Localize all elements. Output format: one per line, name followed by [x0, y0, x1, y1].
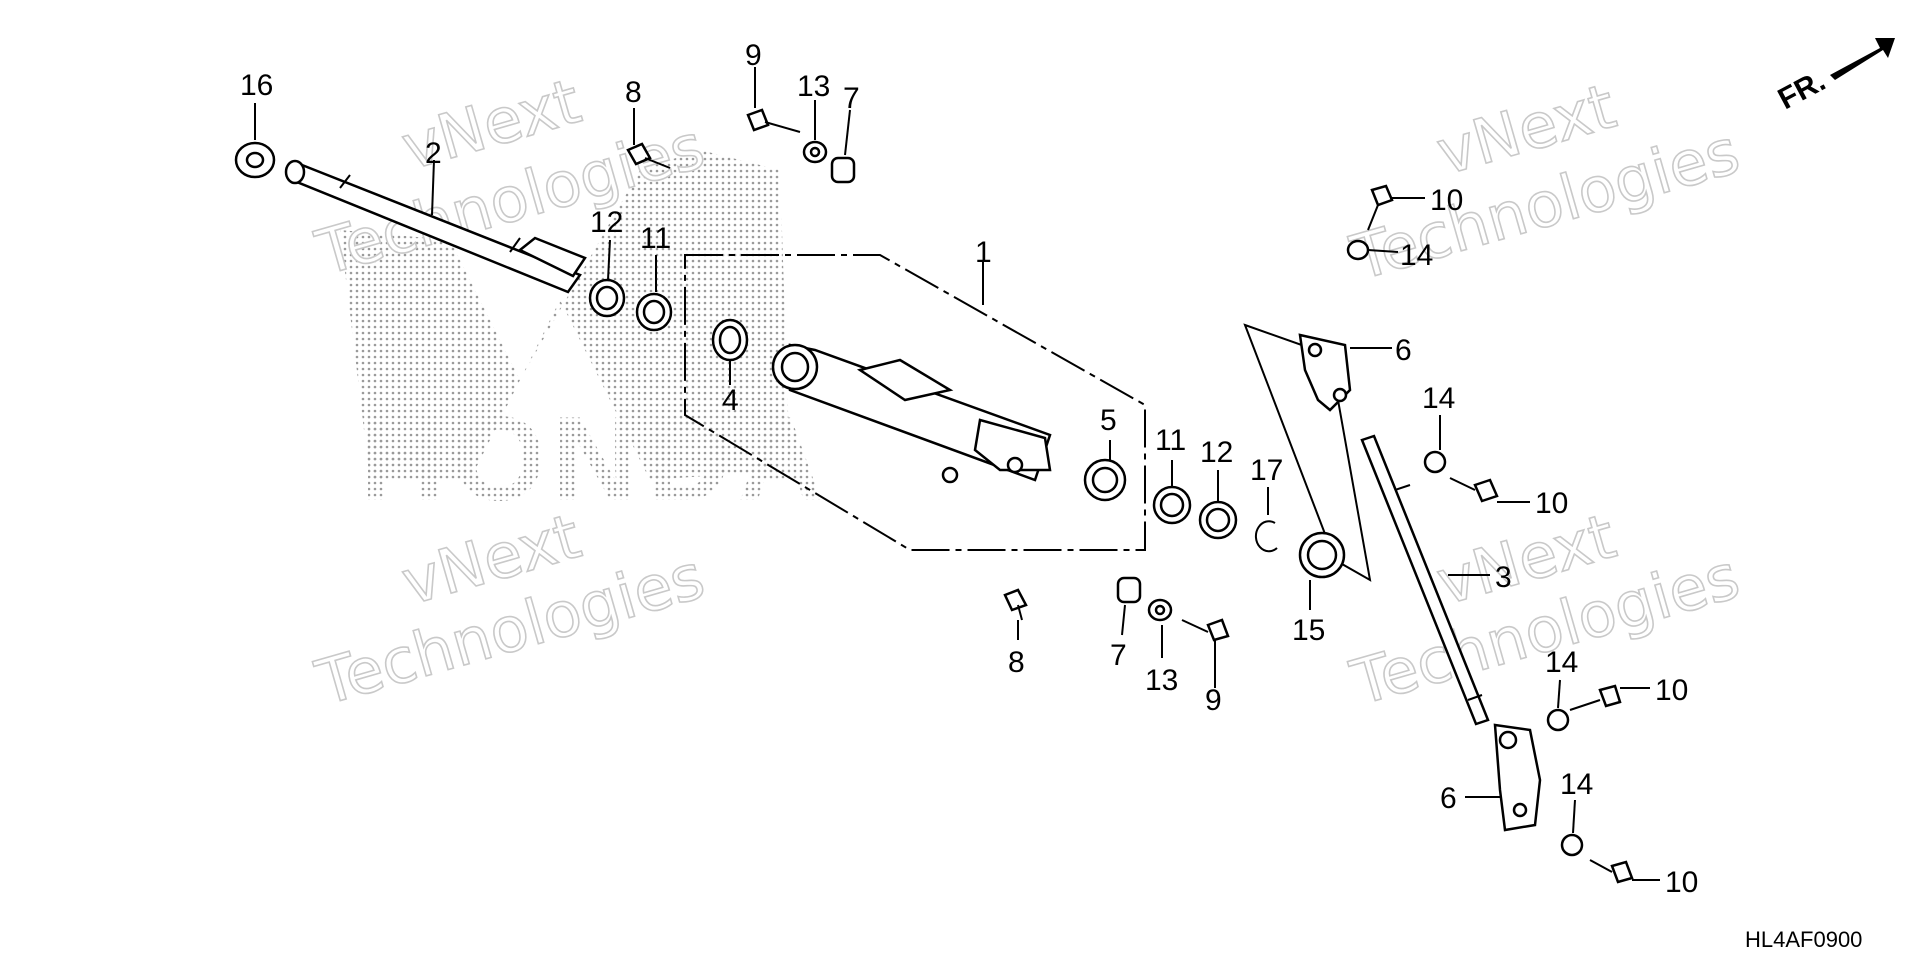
callout-14-lower-a: 14 [1545, 646, 1578, 679]
callout-10-lower-b: 10 [1665, 866, 1698, 899]
callout-13-lower: 13 [1145, 664, 1178, 697]
leader-lines [254, 67, 1660, 881]
callout-2: 2 [425, 137, 442, 170]
part-bolt-9-upper [746, 108, 801, 133]
part-bolt-10-lower-a [1569, 684, 1622, 711]
callout-10-mid: 10 [1535, 487, 1568, 520]
part-washer-14-lower-a [1546, 708, 1570, 732]
callout-9-upper: 9 [745, 39, 762, 72]
part-collar-7-upper [830, 156, 856, 184]
callout-12-right: 12 [1200, 436, 1233, 469]
callout-13-upper: 13 [797, 70, 830, 103]
part-washer-14-top [1346, 239, 1370, 261]
part-steering-column-1 [771, 343, 1052, 484]
part-joint-6-upper [1298, 333, 1352, 412]
part-washer-12-left [588, 278, 626, 318]
callout-4: 4 [722, 384, 739, 417]
front-arrow-icon [1830, 38, 1895, 80]
callout-5: 5 [1100, 404, 1117, 437]
callout-14-top: 14 [1400, 239, 1433, 272]
callout-11-right: 11 [1155, 424, 1186, 457]
part-circlip-17 [1254, 520, 1278, 553]
part-intermediate-shaft-3 [1360, 434, 1490, 726]
part-bushing-5 [1083, 458, 1127, 502]
callout-16: 16 [240, 69, 273, 102]
part-bolt-10-mid [1449, 477, 1499, 503]
honda-wing-logo [340, 150, 790, 480]
part-joint-6-lower [1493, 723, 1542, 832]
part-collar-7-lower [1116, 576, 1142, 604]
honda-logo-text: HONDA [360, 392, 830, 526]
callout-3: 3 [1495, 561, 1512, 594]
part-bolt-10-top [1367, 184, 1394, 231]
callout-17: 17 [1250, 454, 1283, 487]
front-direction-indicator: FR. [1773, 38, 1895, 116]
callout-8-lower: 8 [1008, 646, 1025, 679]
callout-labels: 16 2 12 11 8 9 13 7 1 4 5 11 12 17 15 8 … [240, 39, 1698, 899]
part-seal-11-left [635, 292, 673, 332]
part-washer-16 [234, 141, 276, 179]
callout-8-upper: 8 [625, 76, 642, 109]
callout-15: 15 [1292, 614, 1325, 647]
callout-11-left: 11 [640, 222, 671, 255]
part-washer-14-lower-b [1560, 833, 1584, 857]
callout-10-top: 10 [1430, 184, 1463, 217]
honda-logo: HONDA [340, 150, 830, 526]
part-bearing-15 [1298, 531, 1346, 579]
fr-label: FR. [1773, 64, 1831, 116]
part-bolt-8-lower [1003, 588, 1028, 621]
part-bolt-9-lower [1181, 618, 1230, 642]
callout-7-upper: 7 [843, 82, 860, 115]
part-seal-11-right [1152, 485, 1192, 525]
part-washer-12-right [1198, 500, 1238, 540]
callout-12-left: 12 [590, 206, 623, 239]
callout-14-lower-b: 14 [1560, 768, 1593, 801]
part-washer-13-lower [1147, 598, 1173, 622]
part-bushing-4 [711, 318, 749, 362]
part-steering-shaft-2 [284, 159, 587, 294]
callout-9-lower: 9 [1205, 684, 1222, 717]
callout-7-lower: 7 [1110, 639, 1127, 672]
diagram-code: HL4AF0900 [1745, 927, 1862, 952]
callout-6-lower: 6 [1440, 782, 1457, 815]
part-bolt-8-upper [626, 142, 671, 169]
part-washer-13-upper [802, 140, 828, 164]
assembly-outline-column [684, 254, 1146, 551]
callout-1: 1 [975, 236, 992, 269]
part-bolt-10-lower-b [1589, 859, 1634, 884]
callout-10-lower-a: 10 [1655, 674, 1688, 707]
callout-6-upper: 6 [1395, 334, 1412, 367]
callout-14-mid: 14 [1422, 382, 1455, 415]
part-washer-14-mid [1423, 450, 1447, 474]
